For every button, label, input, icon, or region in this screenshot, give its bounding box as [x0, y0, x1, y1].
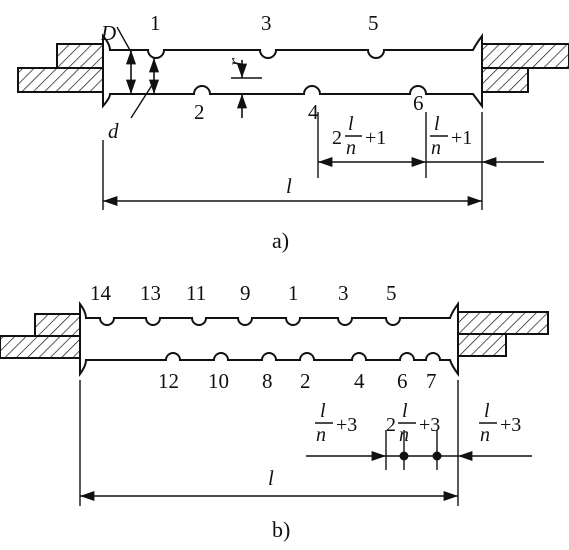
hole-label-b-14: 14 [90, 281, 112, 305]
hole-label-b-5: 5 [386, 281, 397, 305]
hole-label-b-6: 6 [397, 369, 408, 393]
svg-text:+1: +1 [451, 127, 472, 149]
figure-a [17, 26, 569, 210]
dim-b-left: l n +3 [315, 400, 357, 446]
dim-a-left: 2 l n +1 [332, 113, 386, 159]
svg-text:l: l [402, 400, 408, 422]
hole-label-a-6: 6 [413, 91, 424, 115]
hole-label-b-7: 7 [426, 369, 437, 393]
hole-label-b-2: 2 [300, 369, 311, 393]
svg-text:2: 2 [386, 414, 396, 436]
svg-text:+3: +3 [500, 414, 521, 436]
svg-text:n: n [480, 424, 490, 446]
label-r: r [223, 57, 247, 66]
svg-text:l: l [348, 113, 354, 135]
label-D: D [100, 21, 116, 45]
svg-text:l: l [434, 113, 440, 135]
svg-text:+1: +1 [365, 127, 386, 149]
roll-body-b [79, 300, 459, 378]
svg-text:n: n [399, 424, 409, 446]
hole-label-b-9: 9 [240, 281, 251, 305]
dim-dot-1 [399, 451, 409, 461]
dim-b-mid: 2 l n +3 [386, 400, 440, 446]
svg-text:l: l [484, 400, 490, 422]
caption-a: a) [272, 228, 289, 253]
figure-b [0, 300, 549, 506]
hole-label-b-8: 8 [262, 369, 273, 393]
dim-a-right: l n +1 [430, 113, 472, 159]
length-label-a: l [286, 174, 292, 198]
svg-text:l: l [320, 400, 326, 422]
dim-b-right: l n +3 [479, 400, 521, 446]
label-d: d [108, 119, 119, 143]
svg-text:n: n [431, 137, 441, 159]
hole-label-a-5: 5 [368, 11, 379, 35]
hole-label-b-12: 12 [158, 369, 179, 393]
hole-label-b-13: 13 [140, 281, 161, 305]
hole-label-b-3: 3 [338, 281, 349, 305]
hole-label-a-3: 3 [261, 11, 272, 35]
svg-text:n: n [316, 424, 326, 446]
svg-text:+3: +3 [419, 414, 440, 436]
svg-text:+3: +3 [336, 414, 357, 436]
length-label-b: l [268, 466, 274, 490]
hole-label-b-10: 10 [208, 369, 229, 393]
svg-text:2: 2 [332, 127, 342, 149]
hole-label-b-11: 11 [186, 281, 206, 305]
svg-text:n: n [346, 137, 356, 159]
roll-body-a-top [102, 32, 483, 109]
hole-label-a-2: 2 [194, 100, 205, 124]
caption-b: b) [272, 517, 290, 542]
hole-label-b-1: 1 [288, 281, 299, 305]
hole-label-a-4: 4 [308, 100, 319, 124]
dim-dot-2 [432, 451, 442, 461]
hole-label-b-4: 4 [354, 369, 365, 393]
hole-label-a-1: 1 [150, 11, 161, 35]
